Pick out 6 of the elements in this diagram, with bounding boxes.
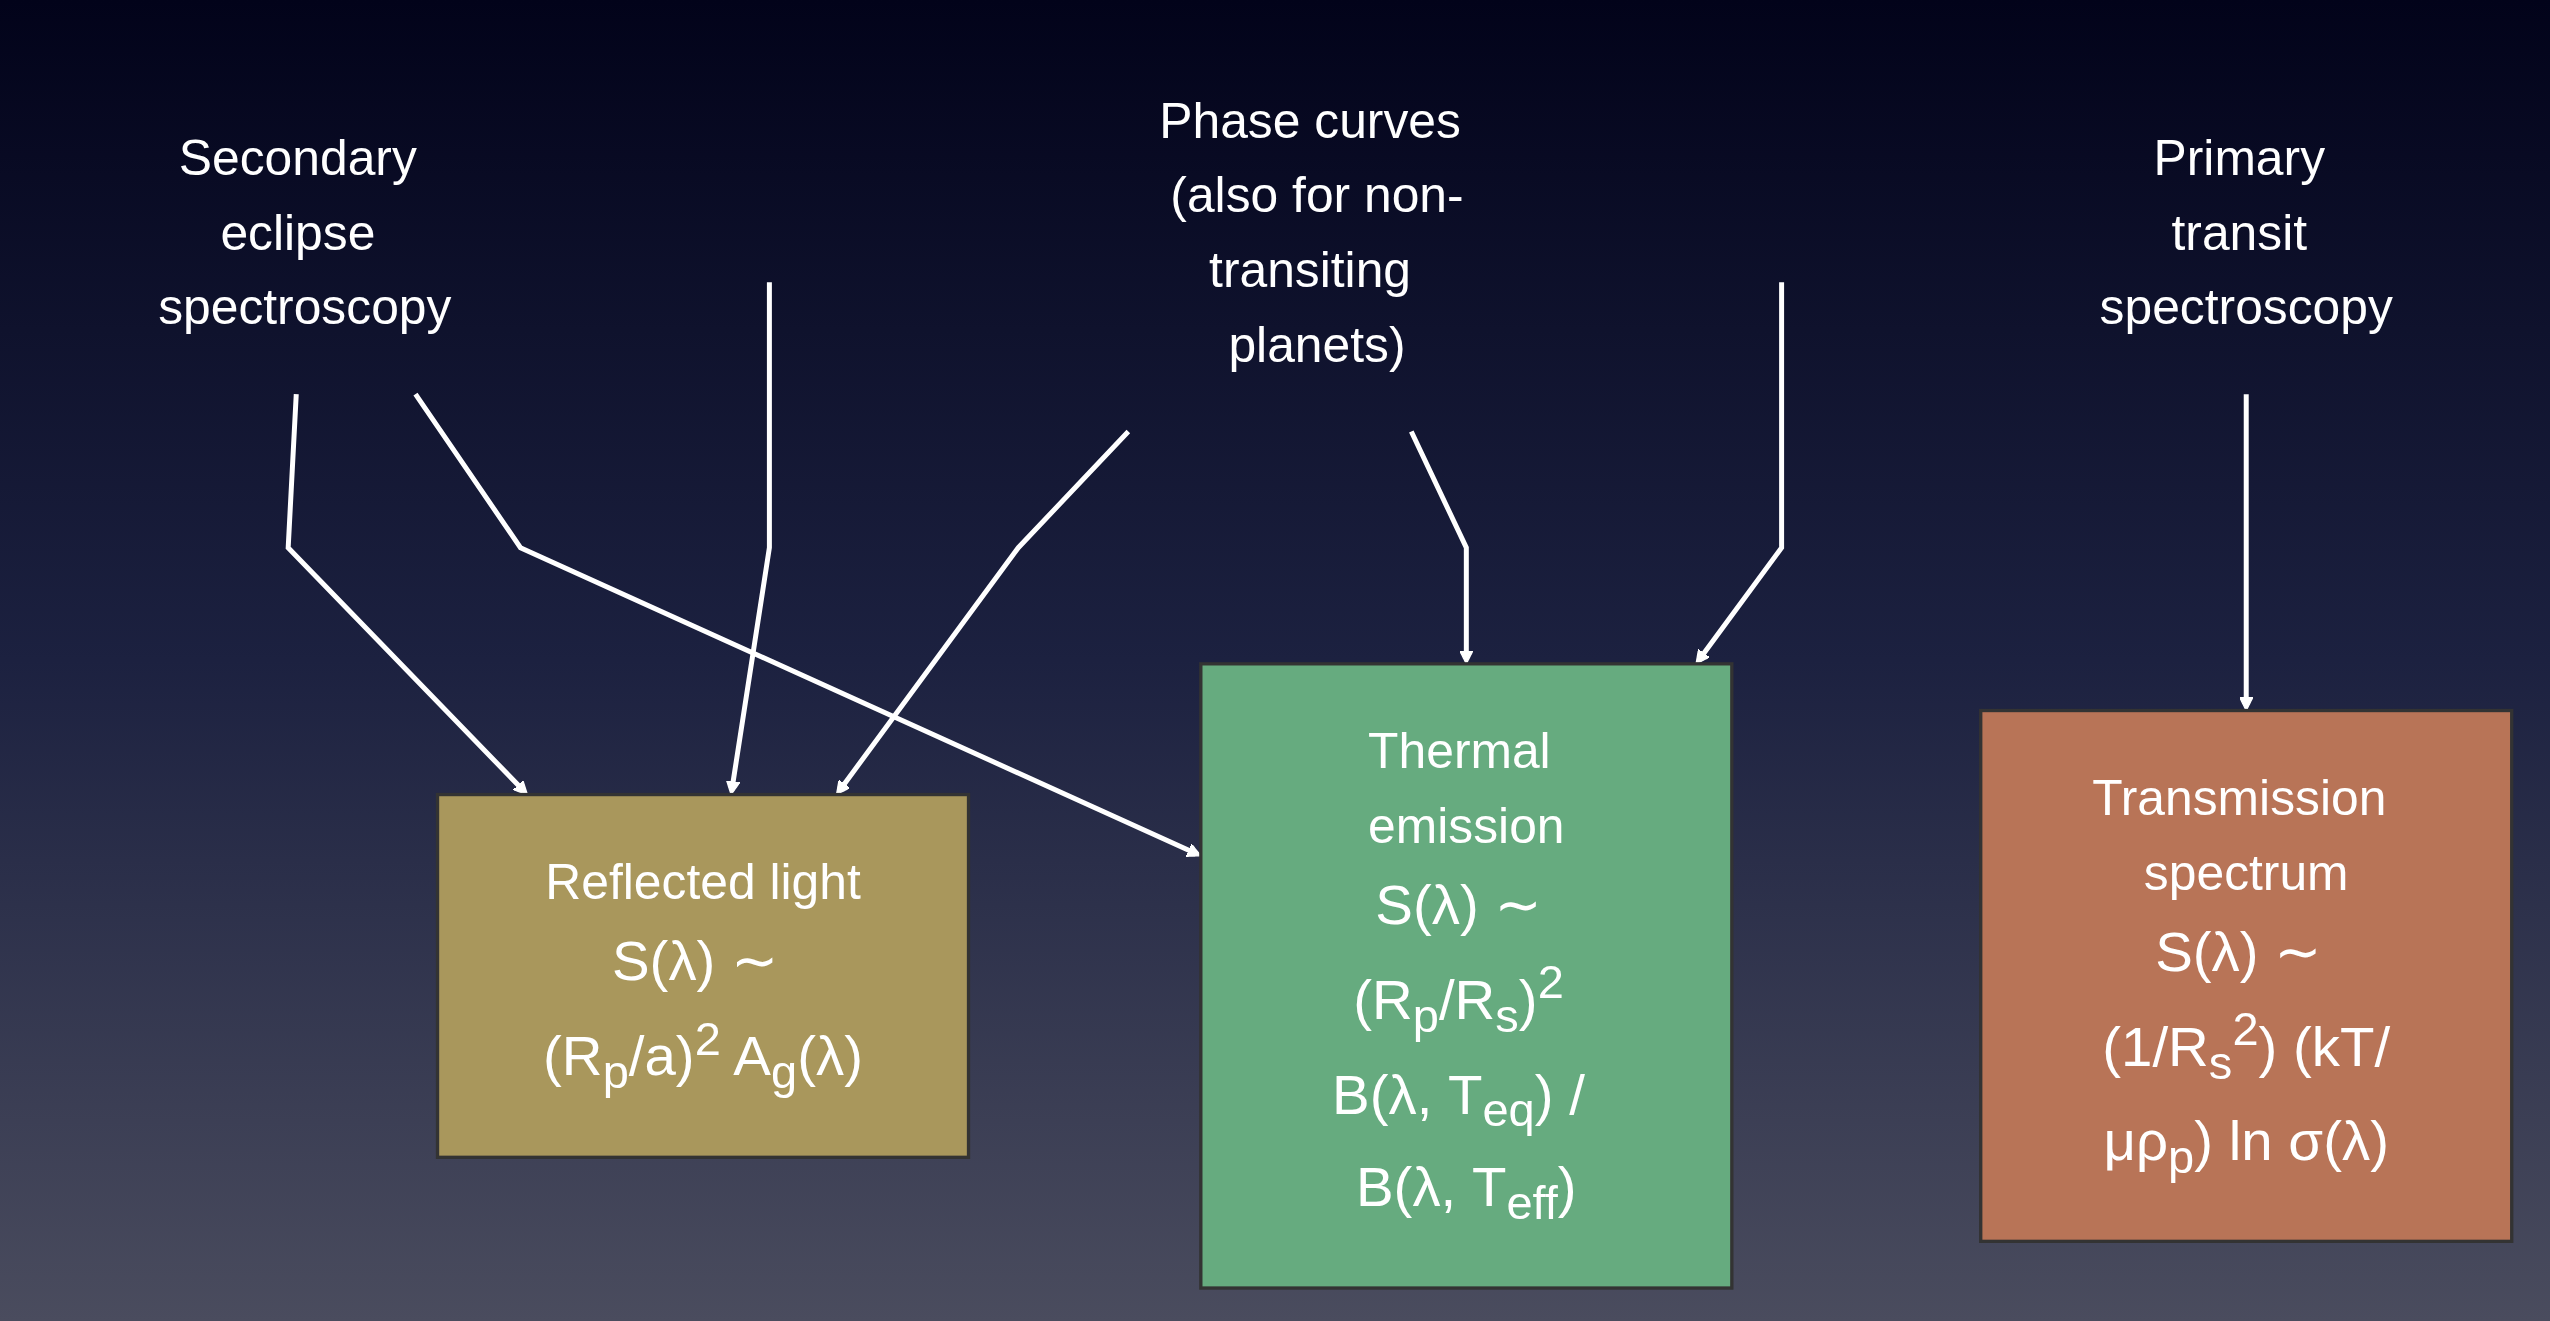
node-text: Primary transit spectroscopy xyxy=(2099,130,2393,335)
node-box: Thermal emission S(λ) ∼ (R$_{p}$/R$_{s}$)$^{2}$ B(λ, T$_{eq}$) / B(λ, T$_{eff}$) xyxy=(1198,662,1733,1290)
node-box: Transmission spectrum S(λ) ∼ (1/R$_{s}$$^{2}$) (kT/μρ$_{p}$) ln σ(λ) xyxy=(1978,708,2513,1243)
node-box: Reflected light S(λ) ∼ (R$_{p}$/a)$^{2}$ A$_{g}$(λ) xyxy=(435,792,970,1159)
node-text: Phase curves (also for non-transiting planets) xyxy=(1158,92,1464,372)
node-text: Secondary eclipse spectroscopy xyxy=(157,130,451,335)
